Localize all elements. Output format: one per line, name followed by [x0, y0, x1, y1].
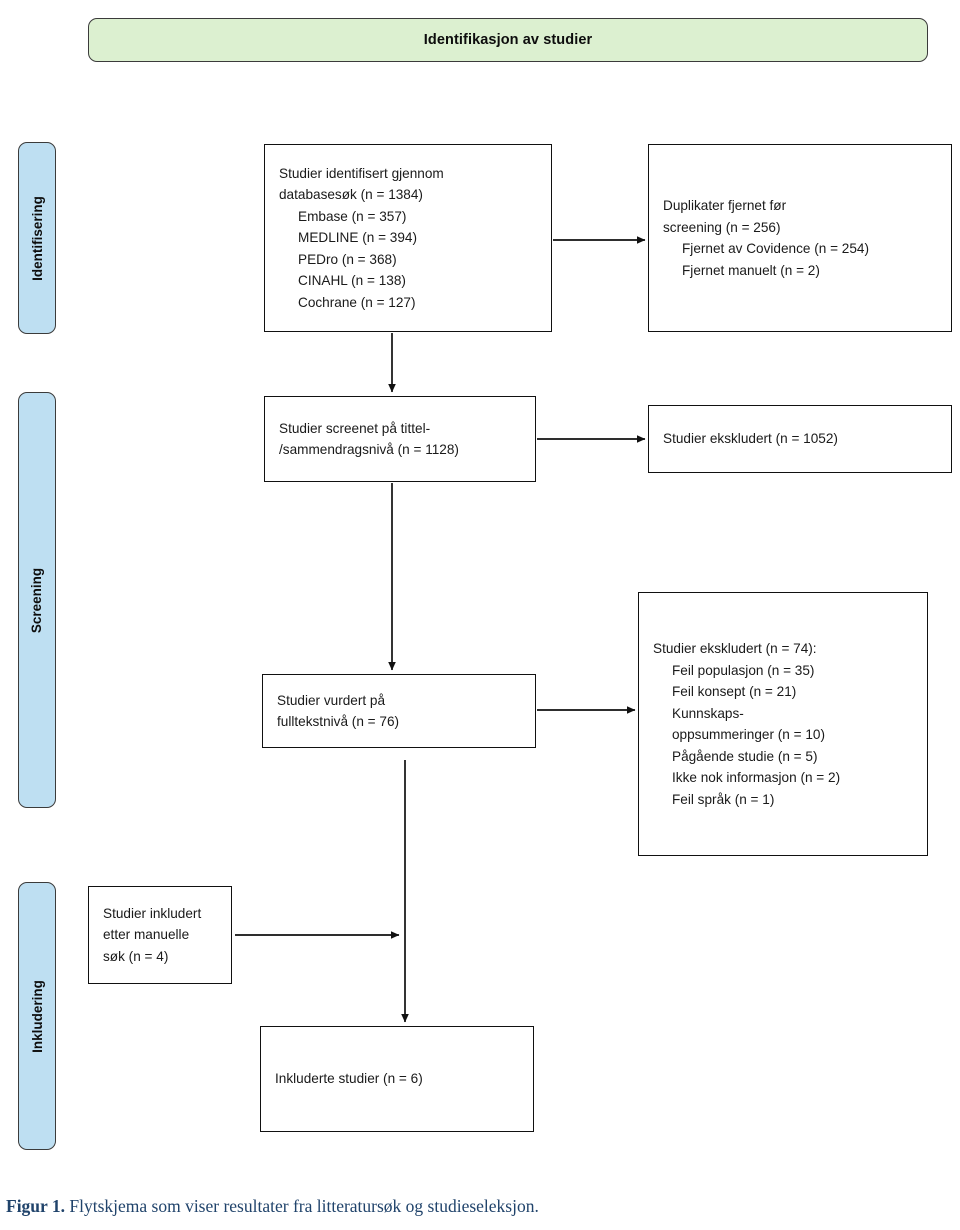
box-line: PEDro (n = 368) [298, 251, 397, 267]
box-line: Inkluderte studier (n = 6) [275, 1071, 423, 1087]
box-line: Fjernet manuelt (n = 2) [682, 262, 820, 278]
box-fulltext-excluded-reasons-content: Studier ekskludert (n = 74): Feil popula… [639, 638, 927, 810]
identification-banner-label: Identifikasjon av studier [423, 32, 593, 48]
box-line: Feil språk (n = 1) [672, 791, 775, 807]
identification-banner: Identifikasjon av studier [88, 18, 928, 62]
box-line: Studier ekskludert (n = 1052) [663, 431, 838, 447]
box-studies-screened-content: Studier screenet på tittel- /sammendrags… [265, 418, 535, 461]
box-fulltext-assessed: Studier vurdert på fulltekstnivå (n = 76… [262, 674, 536, 748]
box-line: Studier screenet på tittel- [279, 420, 431, 436]
box-duplicates-removed-content: Duplikater fjernet før screening (n = 25… [649, 195, 951, 281]
box-studies-screened: Studier screenet på tittel- /sammendrags… [264, 396, 536, 482]
box-included-studies-content: Inkluderte studier (n = 6) [261, 1068, 533, 1090]
stage-label-inclusion-text: Inkludering [29, 979, 45, 1053]
box-line: Fjernet av Covidence (n = 254) [682, 241, 870, 256]
figure-caption-text: Flytskjema som viser resultater fra litt… [65, 1196, 539, 1216]
box-line: Studier vurdert på [277, 692, 386, 708]
box-duplicates-removed: Duplikater fjernet før screening (n = 25… [648, 144, 952, 332]
box-studies-identified-content: Studier identifisert gjennom databasesøk… [265, 163, 551, 314]
box-line: Studier inkludert [103, 905, 202, 921]
figure-caption-label: Figur 1. [6, 1196, 65, 1216]
box-line: Studier identifisert gjennom [279, 165, 444, 181]
box-studies-excluded-screening-content: Studier ekskludert (n = 1052) [649, 428, 951, 450]
stage-label-screening-text: Screening [29, 567, 45, 633]
box-studies-identified: Studier identifisert gjennom databasesøk… [264, 144, 552, 332]
box-line: /sammendragsnivå (n = 1128) [279, 442, 459, 457]
box-line: Duplikater fjernet før [663, 198, 787, 213]
box-fulltext-assessed-content: Studier vurdert på fulltekstnivå (n = 76… [263, 690, 535, 733]
stage-label-inclusion: Inkludering [18, 882, 56, 1150]
box-studies-excluded-screening: Studier ekskludert (n = 1052) [648, 405, 952, 473]
box-line: Kunnskaps- [672, 705, 744, 721]
stage-label-screening: Screening [18, 392, 56, 808]
figure-caption: Figur 1. Flytskjema som viser resultater… [6, 1193, 946, 1219]
box-manual-search-included-content: Studier inkludert etter manuelle søk (n … [89, 903, 231, 968]
box-line: Feil populasjon (n = 35) [672, 662, 815, 678]
box-manual-search-included: Studier inkludert etter manuelle søk (n … [88, 886, 232, 984]
box-line: databasesøk (n = 1384) [279, 187, 423, 203]
box-line: Embase (n = 357) [298, 208, 407, 224]
box-line: Pågående studie (n = 5) [672, 748, 818, 764]
box-line: søk (n = 4) [103, 948, 169, 964]
box-line: Ikke nok informasjon (n = 2) [672, 770, 841, 785]
box-line: etter manuelle [103, 927, 190, 943]
box-included-studies: Inkluderte studier (n = 6) [260, 1026, 534, 1132]
box-line: screening (n = 256) [663, 219, 781, 235]
box-line: Feil konsept (n = 21) [672, 684, 797, 699]
box-line: Studier ekskludert (n = 74): [653, 641, 817, 656]
stage-label-identification-text: Identifisering [29, 195, 45, 281]
box-line: oppsummeringer (n = 10) [672, 727, 826, 742]
box-line: MEDLINE (n = 394) [298, 230, 417, 246]
box-line: CINAHL (n = 138) [298, 273, 406, 289]
box-line: fulltekstnivå (n = 76) [277, 714, 400, 729]
box-line: Cochrane (n = 127) [298, 294, 416, 310]
box-fulltext-excluded-reasons: Studier ekskludert (n = 74): Feil popula… [638, 592, 928, 856]
stage-label-identification: Identifisering [18, 142, 56, 334]
